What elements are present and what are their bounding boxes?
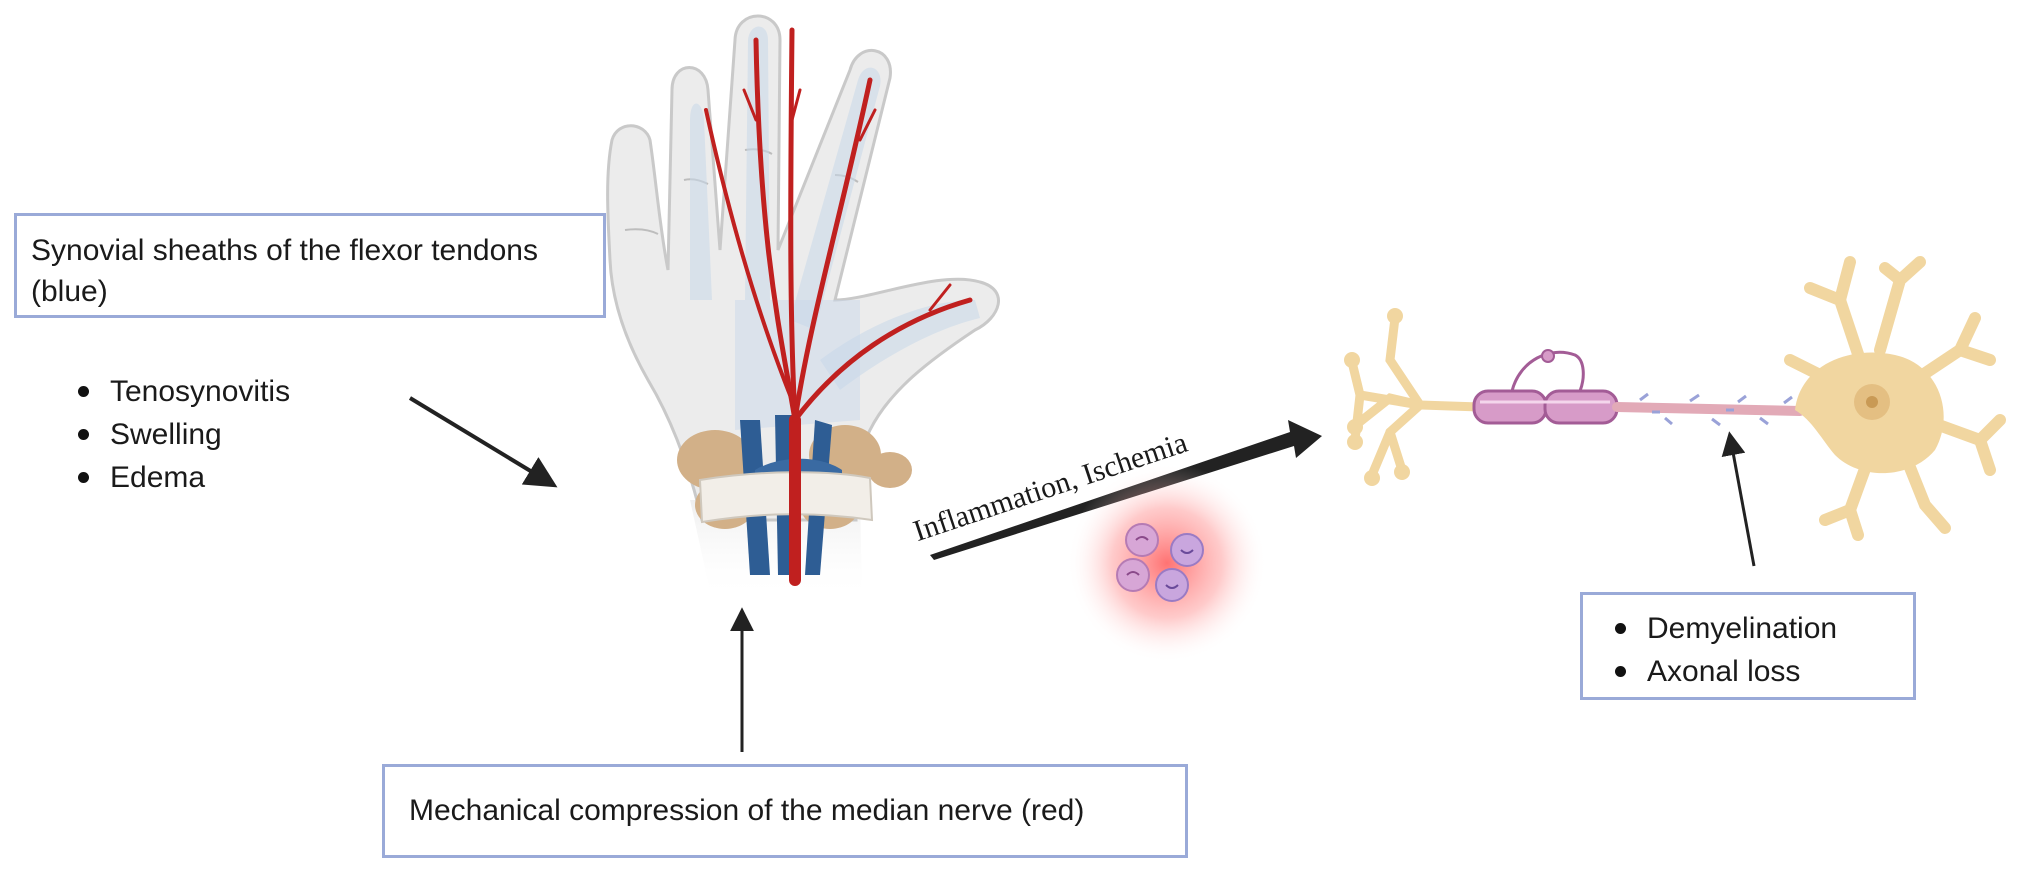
list-item: Edema — [68, 456, 290, 499]
nerve-damage-list: Demyelination Axonal loss — [1605, 607, 1913, 693]
hand-outline — [608, 16, 999, 520]
nerve-damage-box: Demyelination Axonal loss — [1580, 592, 1916, 700]
mechanical-compression-text: Mechanical compression of the median ner… — [409, 794, 1084, 828]
arrow-demyelination-to-axon — [1730, 436, 1754, 566]
list-item: Axonal loss — [1605, 650, 1913, 693]
neuron-illustration — [1344, 262, 2000, 535]
symptom-list: Tenosynovitis Swelling Edema — [68, 370, 290, 499]
list-item: Tenosynovitis — [68, 370, 290, 413]
synovial-line-1: Synovial sheaths of the flexor tendons — [31, 230, 589, 271]
synovial-sheaths-box: Synovial sheaths of the flexor tendons (… — [14, 213, 606, 318]
arrow-list-to-hand — [410, 398, 552, 484]
list-item: Demyelination — [1605, 607, 1913, 650]
inflammatory-cells — [1067, 463, 1267, 663]
list-item: Swelling — [68, 413, 290, 456]
mechanical-compression-box: Mechanical compression of the median ner… — [382, 764, 1188, 858]
synovial-line-2: (blue) — [31, 271, 589, 312]
